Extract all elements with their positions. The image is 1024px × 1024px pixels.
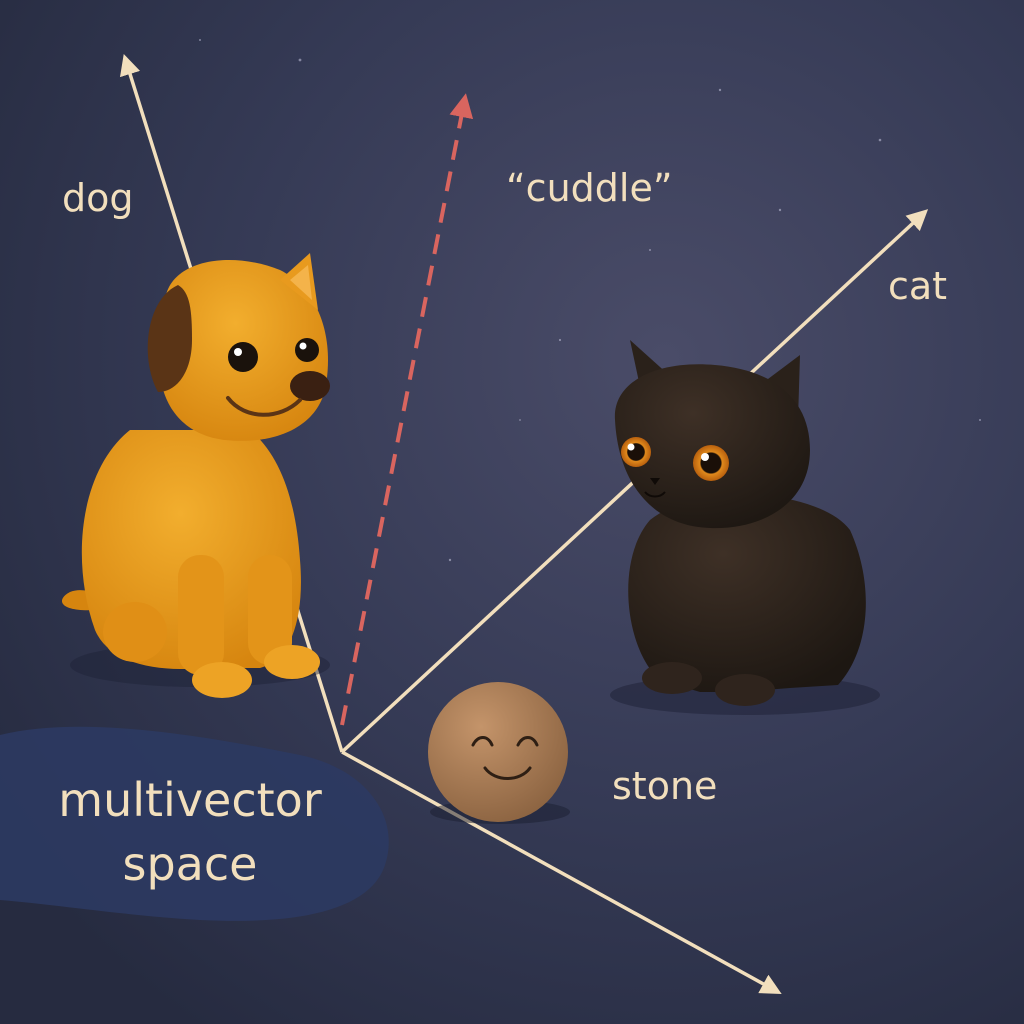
dog-figure (62, 253, 330, 698)
stone-axis-label: stone (612, 764, 718, 808)
stone-figure (428, 682, 570, 824)
dog-axis-label: dog (62, 176, 134, 220)
cat-axis-label: cat (888, 264, 948, 308)
cat-figure (610, 340, 880, 715)
cuddle-vector-label: “cuddle” (506, 166, 673, 210)
space-blob (0, 726, 389, 921)
stone-axis-arrow (341, 750, 782, 995)
stars (199, 39, 981, 562)
cuddle-vector-arrow (340, 93, 474, 726)
space-label: multivector space (58, 773, 322, 891)
